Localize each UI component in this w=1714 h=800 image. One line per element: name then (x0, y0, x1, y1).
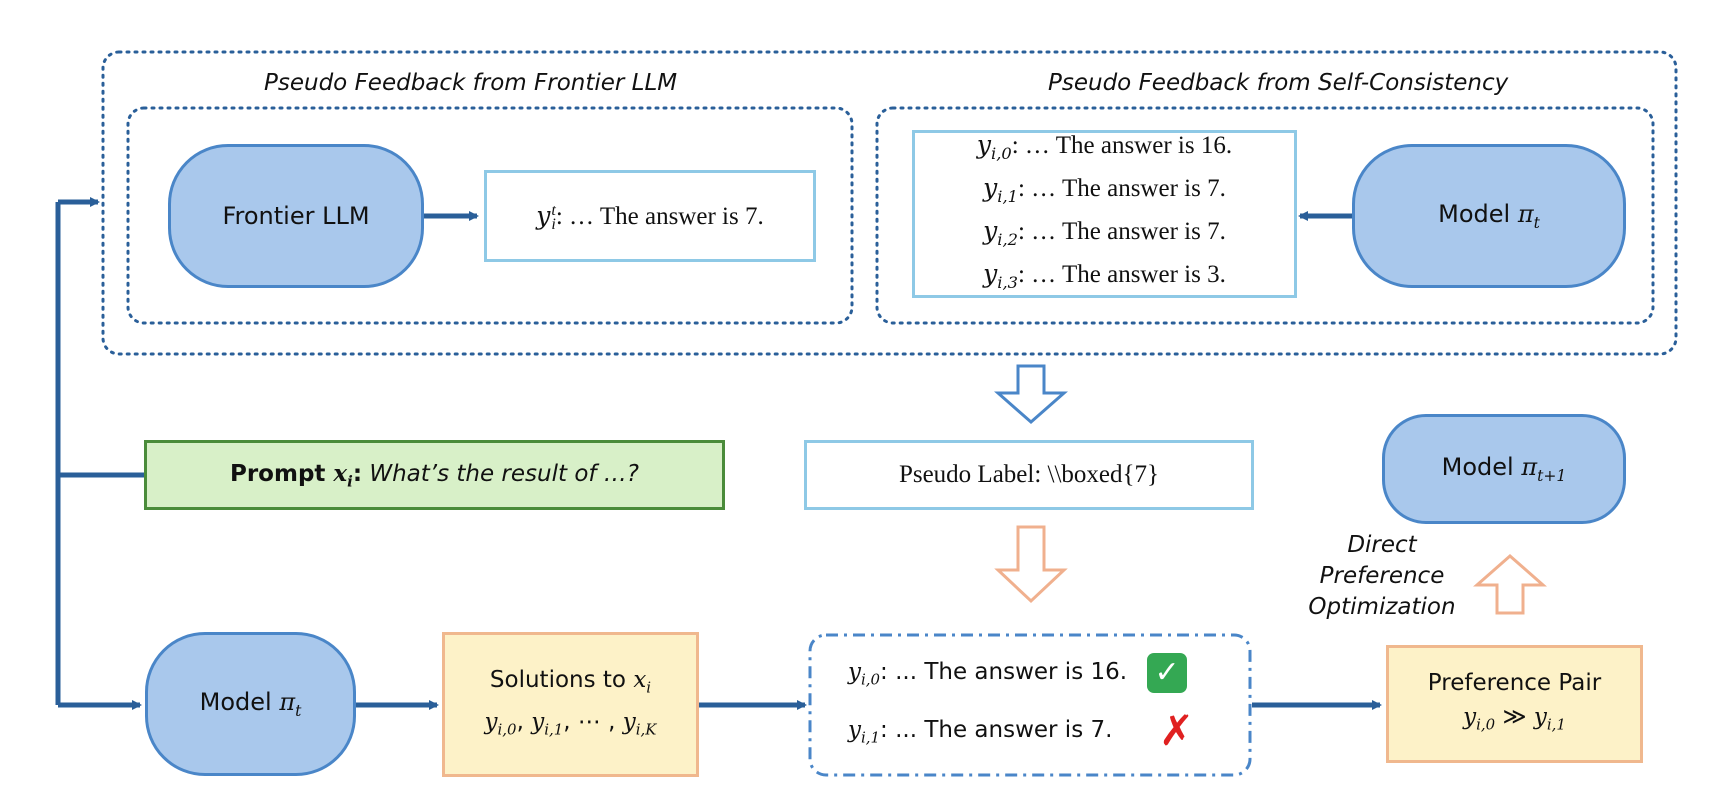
preference-pair-box: Preference Pair yi,0 ≫ yi,1 (1386, 645, 1643, 763)
prompt-box: Prompt xi: What’s the result of …? (144, 440, 725, 510)
model-bottom-label: Model πt (199, 688, 302, 720)
hollow-arrow-to-pseudo-label (994, 364, 1068, 424)
comparison-frame (808, 633, 1252, 777)
dpo-label: Direct Preference Optimization (1308, 532, 1456, 620)
model-next-node: Model πt+1 (1382, 414, 1626, 524)
cross-mark-icon: ✗ (1158, 705, 1195, 755)
comparison-row-chosen: yi,0: ... The answer is 16.✓ (848, 647, 1188, 705)
self-consistency-samples-box: yi,0: … The answer is 16. yi,1: … The an… (912, 130, 1297, 298)
sample-row-1: yi,1: … The answer is 7. (983, 173, 1226, 206)
preference-relation: yi,0 ≫ yi,1 (1463, 704, 1566, 734)
solutions-title: Solutions to xi (489, 666, 652, 697)
model-bottom-node: Model πt (145, 632, 356, 776)
frontier-group-title: Pseudo Feedback from Frontier LLM (264, 70, 678, 96)
self-consistency-group-title: Pseudo Feedback from Self-Consistency (1048, 70, 1509, 96)
model-top-label: Model πt (1438, 200, 1540, 232)
comparison-content: yi,0: ... The answer is 16.✓ yi,1: ... T… (812, 637, 1248, 773)
solutions-sequence: yi,0, yi,1, ⋯ , yi,K (484, 708, 657, 739)
outer-dotted-frame (101, 50, 1678, 356)
hollow-arrow-to-next-model (1473, 554, 1547, 615)
model-top-node: Model πt (1352, 144, 1626, 288)
preference-title: Preference Pair (1427, 670, 1602, 697)
sample-row-2: yi,2: … The answer is 7. (983, 216, 1226, 249)
solutions-box: Solutions to xi yi,0, yi,1, ⋯ , yi,K (442, 632, 699, 777)
prompt-text: Prompt xi: What’s the result of …? (229, 459, 640, 491)
pseudo-label-box: Pseudo Label: \\boxed{7} (804, 440, 1254, 510)
frontier-llm-node: Frontier LLM (168, 144, 424, 288)
pseudo-label-text: Pseudo Label: \\boxed{7} (898, 461, 1160, 488)
frontier-group-frame (126, 106, 854, 325)
comparison-row-rejected: yi,1: ... The answer is 7.✗ (848, 705, 1196, 763)
check-mark-icon: ✓ (1147, 652, 1188, 693)
frontier-llm-label: Frontier LLM (222, 202, 370, 230)
sample-row-3: yi,3: … The answer is 3. (983, 259, 1226, 292)
hollow-arrow-to-comparison (994, 525, 1068, 604)
model-next-label: Model πt+1 (1441, 453, 1567, 485)
sample-row-0: yi,0: … The answer is 16. (976, 130, 1233, 163)
